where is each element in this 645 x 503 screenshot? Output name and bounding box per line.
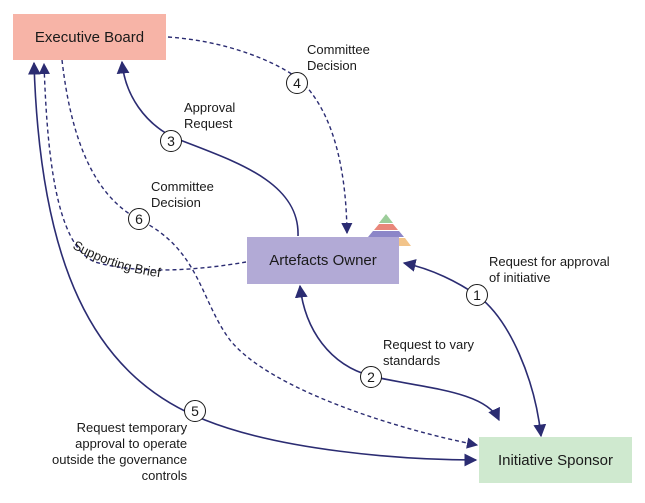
- initiative-sponsor-label: Initiative Sponsor: [497, 451, 614, 469]
- step-6-badge: 6: [128, 208, 150, 230]
- artefacts-owner-label: Artefacts Owner: [269, 252, 377, 269]
- step-4-badge: 4: [286, 72, 308, 94]
- step-5-label: Request temporary approval to operate ou…: [52, 420, 188, 483]
- step-5-badge: 5: [184, 400, 206, 422]
- initiative-sponsor-node: Initiative Sponsor: [479, 437, 632, 483]
- connector-supporting-brief: [38, 62, 247, 271]
- supporting-brief-label: Supporting Brief: [70, 238, 162, 281]
- step-3-label: Approval Request: [184, 100, 236, 131]
- step-2-label: Request to vary standards: [383, 337, 475, 368]
- step-2-badge: 2: [360, 366, 382, 388]
- artefacts-owner-node: Artefacts Owner: [247, 237, 399, 284]
- executive-board-node: Executive Board: [13, 14, 166, 60]
- connector-request-temporary-approval: [27, 61, 478, 467]
- step-6-label: Committee Decision: [151, 179, 214, 210]
- step-4-label: Committee Decision: [307, 42, 370, 73]
- step-1-badge: 1: [466, 284, 488, 306]
- step-3-badge: 3: [160, 130, 182, 152]
- step-1-label: Request for approval of initiative: [489, 254, 610, 285]
- executive-board-label: Executive Board: [34, 28, 145, 46]
